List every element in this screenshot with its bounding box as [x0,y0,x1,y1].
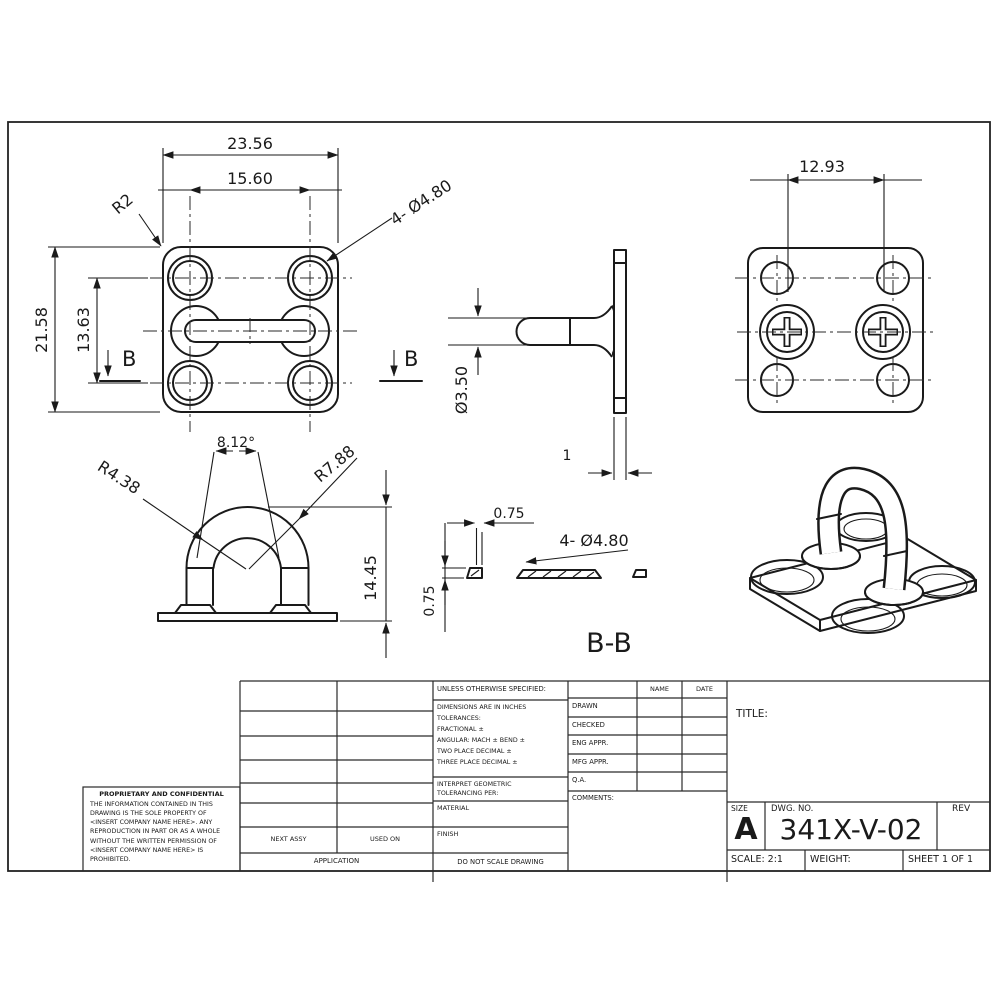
approval-row-drawn: DRAWN [572,702,598,710]
note-line-angular: ANGULAR: MACH ± BEND ± [437,737,525,744]
dim-front-corner-radius: R2 [108,190,137,218]
elevation-view: 8.12° R4.38 R7.88 14.45 [94,435,392,658]
dim-side-thickness: 1 [563,448,572,464]
note-line-fractional: FRACTIONAL ± [437,726,484,733]
title-block-grid [82,680,990,872]
page-border [7,121,991,882]
date-column-header: DATE [696,685,713,693]
dim-elev-height: 14.45 [361,555,380,601]
dim-back-boss-spacing: 12.93 [799,157,845,176]
dim-front-width-outer: 23.56 [227,134,273,153]
approval-row-eng-appr: ENG APPR. [572,739,609,747]
title-label: TITLE: [736,708,768,720]
next-assy-label: NEXT ASSY [270,835,307,843]
dim-front-height-inner: 13.63 [74,307,93,353]
dim-elev-inner-radius: R4.38 [94,457,144,498]
weight-label: WEIGHT: [810,854,851,865]
scale-label: SCALE: 2:1 [731,854,783,865]
dim-front-width-inner: 15.60 [227,169,273,188]
approval-row-mfg-appr: MFG APPR. [572,758,609,766]
proprietary-title: PROPRIETARY AND CONFIDENTIAL [99,790,224,798]
dim-front-holes: 4- Ø4.80 [387,176,455,230]
finish-label: FINISH [437,830,459,838]
approval-row-qa: Q.A. [572,776,587,784]
note-line-tolerances: TOLERANCES: [437,715,481,722]
material-label: MATERIAL [437,804,470,812]
note-line-two-place: TWO PLACE DECIMAL ± [437,748,512,755]
dim-front-height-outer: 21.58 [32,307,51,353]
dim-bb-thickness-top: 0.75 [493,506,524,522]
isometric-view [749,466,977,634]
tolerance-header: UNLESS OTHERWISE SPECIFIED: [437,685,546,693]
dim-side-stem-dia: Ø3.50 [452,366,471,414]
application-label: APPLICATION [313,857,360,865]
dim-elev-angle: 8.12° [217,435,255,451]
dim-bb-holes: 4- Ø4.80 [559,531,628,550]
note-line-three-place: THREE PLACE DECIMAL ± [437,759,518,766]
side-view: Ø3.50 1 [448,249,652,480]
do-not-scale-note: DO NOT SCALE DRAWING [457,858,544,866]
front-view: 23.56 15.60 21.58 13.63 R2 4- Ø4.80 B B [32,134,455,432]
section-bb-view: 0.75 0.75 4- Ø4.80 B-B [422,506,647,659]
section-bb-label: B-B [586,628,632,659]
section-label-left: B [122,347,136,371]
dwg-no-label: DWG. NO. [771,804,814,814]
interpret-line2: TOLERANCING PER: [437,790,499,797]
dwg-number: 341X-V-02 [779,813,923,846]
dim-bb-thickness-side: 0.75 [422,585,438,616]
interpret-line1: INTERPRET GEOMETRIC [437,781,512,788]
size-label: SIZE [731,804,748,813]
used-on-label: USED ON [369,835,401,843]
sheet-label: SHEET 1 OF 1 [908,854,974,865]
approval-row-checked: CHECKED [572,721,605,729]
name-column-header: NAME [649,685,670,693]
note-line-dimensions: DIMENSIONS ARE IN INCHES [437,704,527,711]
approval-row-comments: COMMENTS: [572,794,614,802]
size-value: A [734,812,758,847]
proprietary-body: THE INFORMATION CONTAINED IN THIS DRAWIN… [90,801,221,863]
back-view: 12.93 [735,157,935,413]
section-label-right: B [404,347,418,371]
rev-label: REV [952,804,971,814]
